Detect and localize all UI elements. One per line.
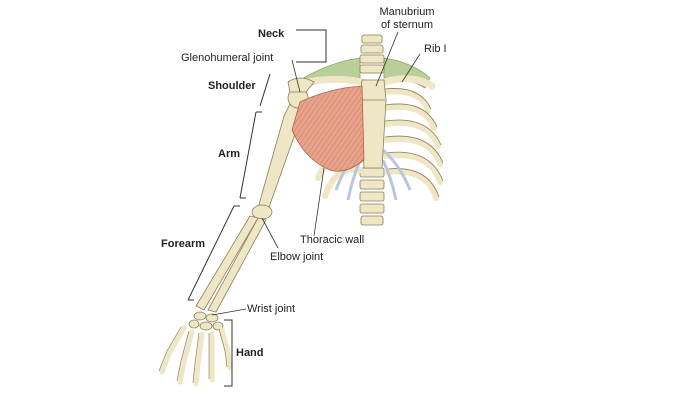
shoulder-bracket: [260, 74, 270, 106]
label-thoracic-wall: Thoracic wall: [300, 234, 364, 247]
label-rib-i: Rib I: [424, 43, 447, 56]
scapula-acromion: [288, 78, 314, 92]
label-shoulder: Shoulder: [208, 80, 256, 93]
elbow-joint-leader: [262, 218, 278, 248]
label-elbow-joint: Elbow joint: [270, 251, 323, 264]
label-manubrium-line1: Manubrium: [378, 6, 436, 19]
ulna: [196, 216, 258, 310]
label-hand: Hand: [236, 347, 264, 360]
label-neck: Neck: [258, 28, 284, 41]
radius: [208, 218, 266, 312]
label-wrist-joint: Wrist joint: [247, 303, 295, 316]
ribs-right: [385, 91, 440, 198]
label-arm: Arm: [218, 148, 240, 161]
neck-bracket: [296, 30, 326, 62]
cervical-spine: [360, 35, 384, 73]
thoracic-spine: [360, 168, 384, 225]
right-clavicle: [384, 79, 432, 86]
arm-bracket: [240, 112, 262, 198]
label-forearm: Forearm: [161, 238, 205, 251]
label-manubrium-line2: of sternum: [378, 19, 436, 32]
label-glenohumeral-joint: Glenohumeral joint: [181, 52, 273, 65]
carpal-bones: [189, 312, 223, 330]
label-manubrium: Manubrium of sternum: [378, 6, 436, 32]
